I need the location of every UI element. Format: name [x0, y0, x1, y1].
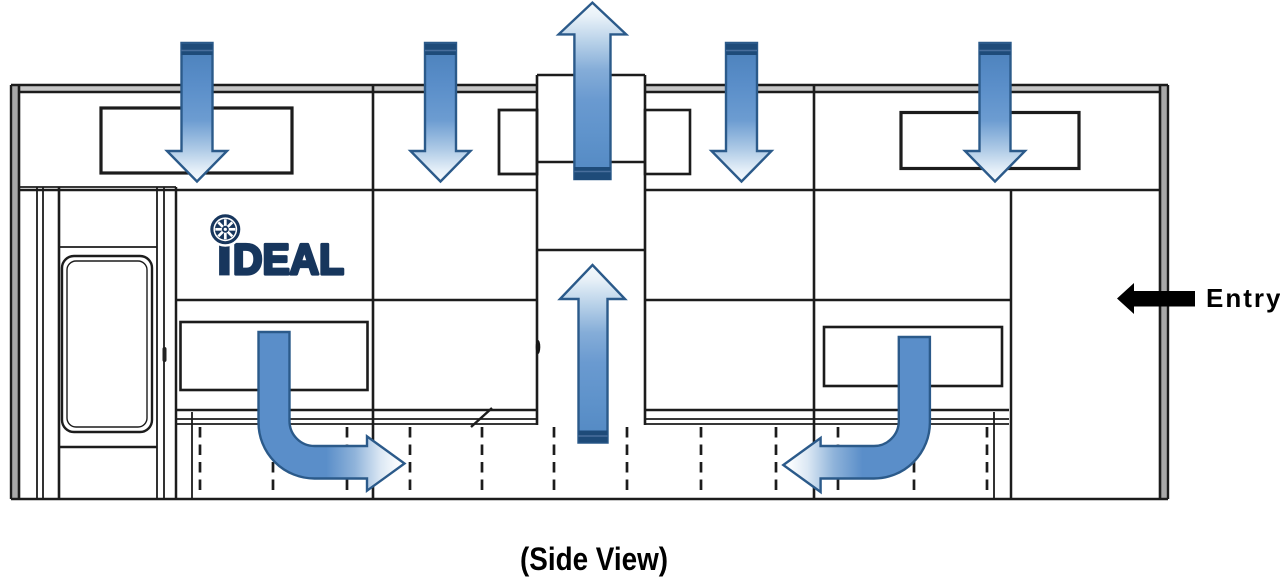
svg-text:(Side View): (Side View) [520, 541, 668, 577]
svg-text:DEAL: DEAL [233, 236, 344, 284]
svg-text:Entry: Entry [1206, 283, 1280, 313]
